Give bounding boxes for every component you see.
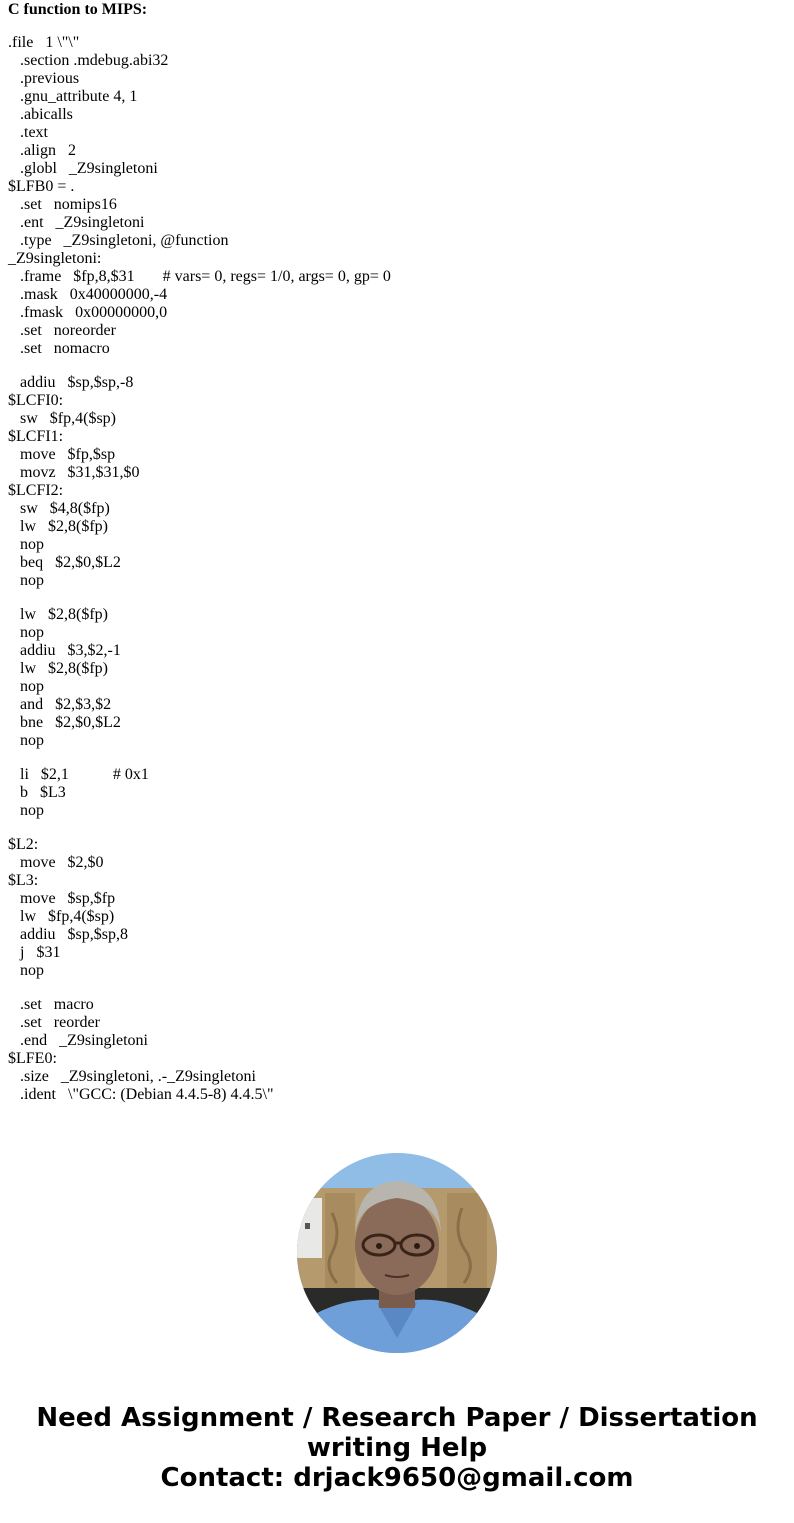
code-line: .ident \"GCC: (Debian 4.4.5-8) 4.4.5\" xyxy=(20,1086,274,1103)
code-line: addiu $sp,$sp,-8 xyxy=(20,374,134,391)
code-line: .size _Z9singletoni, .-_Z9singletoni xyxy=(20,1068,256,1085)
code-line: .globl _Z9singletoni xyxy=(20,160,158,177)
blank-line xyxy=(8,590,391,606)
code-line: and $2,$3,$2 xyxy=(20,696,112,713)
code-line: .end _Z9singletoni xyxy=(20,1032,148,1049)
code-line: sw $4,8($fp) xyxy=(20,500,110,517)
person-photo-icon xyxy=(297,1153,497,1353)
code-line: .previous xyxy=(20,70,80,87)
code-line: .set nomacro xyxy=(20,340,110,357)
blank-line xyxy=(8,750,391,766)
code-line: move $fp,$sp xyxy=(20,446,116,463)
code-line: nop xyxy=(20,678,44,695)
code-line: addiu $3,$2,-1 xyxy=(20,642,121,659)
code-line: nop xyxy=(20,802,44,819)
code-line: .set nomips16 xyxy=(20,196,117,213)
code-line: .text xyxy=(20,124,48,141)
promo-line-contact: Contact: drjack9650@gmail.com xyxy=(160,1463,634,1493)
code-line: li $2,1 # 0x1 xyxy=(20,766,149,783)
code-line: movz $31,$31,$0 xyxy=(20,464,140,481)
code-line: .section .mdebug.abi32 xyxy=(20,52,169,69)
promo-line-help: writing Help xyxy=(306,1433,488,1463)
code-line: move $sp,$fp xyxy=(20,890,116,907)
promo-banner: Need Assignment / Research Paper / Disse… xyxy=(0,1403,794,1493)
code-line: .abicalls xyxy=(20,106,73,123)
code-line: bne $2,$0,$L2 xyxy=(20,714,121,731)
code-line: nop xyxy=(20,732,44,749)
code-line: $LFE0: xyxy=(8,1050,57,1067)
code-line: lw $2,8($fp) xyxy=(20,606,108,623)
code-line: .ent _Z9singletoni xyxy=(20,214,145,231)
code-line: $LFB0 = . xyxy=(8,178,75,195)
author-avatar xyxy=(297,1153,497,1353)
code-line: $LCFI2: xyxy=(8,482,64,499)
code-line: .set noreorder xyxy=(20,322,116,339)
promo-line-services: Need Assignment / Research Paper / Disse… xyxy=(36,1403,758,1433)
code-line: .set reorder xyxy=(20,1014,100,1031)
document-title: C function to MIPS: xyxy=(8,1,148,18)
code-line: nop xyxy=(20,962,44,979)
code-line: .align 2 xyxy=(20,142,76,159)
code-line: .fmask 0x00000000,0 xyxy=(20,304,168,321)
code-line: lw $2,8($fp) xyxy=(20,660,108,677)
code-line: .frame $fp,8,$31 # vars= 0, regs= 1/0, a… xyxy=(20,268,391,285)
code-line: move $2,$0 xyxy=(20,854,104,871)
code-line: _Z9singletoni: xyxy=(8,250,102,267)
blank-line xyxy=(8,820,391,836)
code-line: nop xyxy=(20,624,44,641)
code-line: $L3: xyxy=(8,872,39,889)
blank-line xyxy=(8,358,391,374)
code-line: beq $2,$0,$L2 xyxy=(20,554,121,571)
code-line: .file 1 \"\" xyxy=(8,34,80,51)
code-line: sw $fp,4($sp) xyxy=(20,410,116,427)
code-line: .type _Z9singletoni, @function xyxy=(20,232,229,249)
mips-assembly-code: .file 1 \"\".section .mdebug.abi32.previ… xyxy=(8,34,391,1104)
code-line: lw $fp,4($sp) xyxy=(20,908,115,925)
code-line: b $L3 xyxy=(20,784,66,801)
blank-line xyxy=(8,980,391,996)
code-line: .gnu_attribute 4, 1 xyxy=(20,88,138,105)
code-line: .set macro xyxy=(20,996,94,1013)
code-line: nop xyxy=(20,572,44,589)
code-line: .mask 0x40000000,-4 xyxy=(20,286,168,303)
code-line: $L2: xyxy=(8,836,39,853)
code-line: lw $2,8($fp) xyxy=(20,518,108,535)
code-line: j $31 xyxy=(20,944,61,961)
code-line: nop xyxy=(20,536,44,553)
code-line: addiu $sp,$sp,8 xyxy=(20,926,128,943)
code-line: $LCFI1: xyxy=(8,428,64,445)
code-line: $LCFI0: xyxy=(8,392,64,409)
